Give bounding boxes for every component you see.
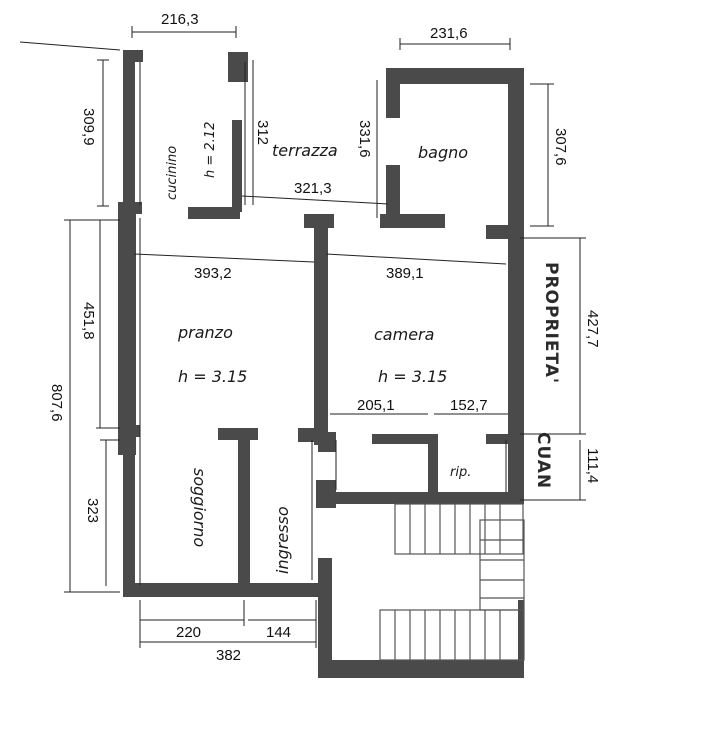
wall: [123, 583, 323, 597]
dim-rip-height: 111,4: [584, 448, 601, 483]
wall: [318, 432, 336, 452]
wall: [188, 207, 240, 219]
dim-bagno-height: 307,6: [552, 128, 569, 166]
label-cuan: CUAN: [533, 432, 553, 489]
dim-bagno-width: 231,6: [430, 25, 468, 42]
room-label-ingresso: ingresso: [273, 506, 292, 574]
wall: [380, 214, 445, 228]
room-label-camera: camera: [374, 325, 434, 344]
wall: [518, 600, 524, 670]
room-label-rip: rip.: [450, 465, 471, 480]
dim-bottom-total: 382: [216, 647, 241, 664]
wall: [508, 68, 524, 498]
dim-pranzo-width: 393,2: [194, 265, 232, 282]
room-label-cucinino: cucinino: [165, 146, 180, 200]
wall: [386, 68, 400, 118]
dim-total-height: 807,6: [48, 384, 65, 422]
dim-pranzo-height: 451,8: [80, 302, 97, 340]
wall: [386, 165, 400, 220]
dim-terrazza-width: 321,3: [294, 180, 332, 197]
wall: [428, 434, 438, 496]
wall: [228, 52, 248, 82]
wall: [372, 434, 432, 444]
wall: [386, 68, 524, 84]
dim-bottom-left: 220: [176, 624, 201, 641]
wall: [486, 225, 518, 239]
dim-soggiorno-height: 323: [84, 498, 101, 523]
wall: [123, 50, 135, 210]
dim-corridor-width: 205,1: [357, 397, 395, 414]
dim-cucinino-height: 309,9: [80, 108, 97, 146]
wall: [123, 450, 135, 590]
wall: [330, 492, 524, 504]
room-height-pranzo: h = 3.15: [178, 367, 247, 386]
wall: [118, 202, 142, 214]
wall: [118, 205, 136, 455]
wall: [120, 425, 140, 437]
dim-bottom-right: 144: [266, 624, 291, 641]
wall: [314, 225, 328, 445]
room-height-camera: h = 3.15: [378, 367, 447, 386]
room-height-cucinino: h = 2.12: [203, 122, 218, 178]
room-label-soggiorno: soggiorno: [190, 468, 209, 547]
dim-camera-width: 389,1: [386, 265, 424, 282]
wall: [486, 434, 522, 444]
dim-terrazza-height-right: 331,6: [356, 120, 373, 158]
label-proprieta: PROPRIETA': [541, 262, 561, 384]
staircase: [379, 503, 525, 661]
room-label-terrazza: terrazza: [272, 141, 338, 160]
dim-rip-width: 152,7: [450, 397, 488, 414]
room-label-pranzo: pranzo: [177, 323, 233, 342]
wall: [232, 120, 242, 212]
wall: [304, 214, 334, 228]
wall: [318, 660, 524, 678]
dimension-lines: [64, 26, 586, 648]
dim-camera-height: 427,7: [584, 310, 601, 348]
wall: [238, 428, 250, 588]
dim-terrazza-height-left: 312: [254, 120, 271, 145]
dim-cucinino-width: 216,3: [161, 11, 199, 28]
room-label-bagno: bagno: [418, 143, 468, 162]
wall: [316, 480, 336, 508]
